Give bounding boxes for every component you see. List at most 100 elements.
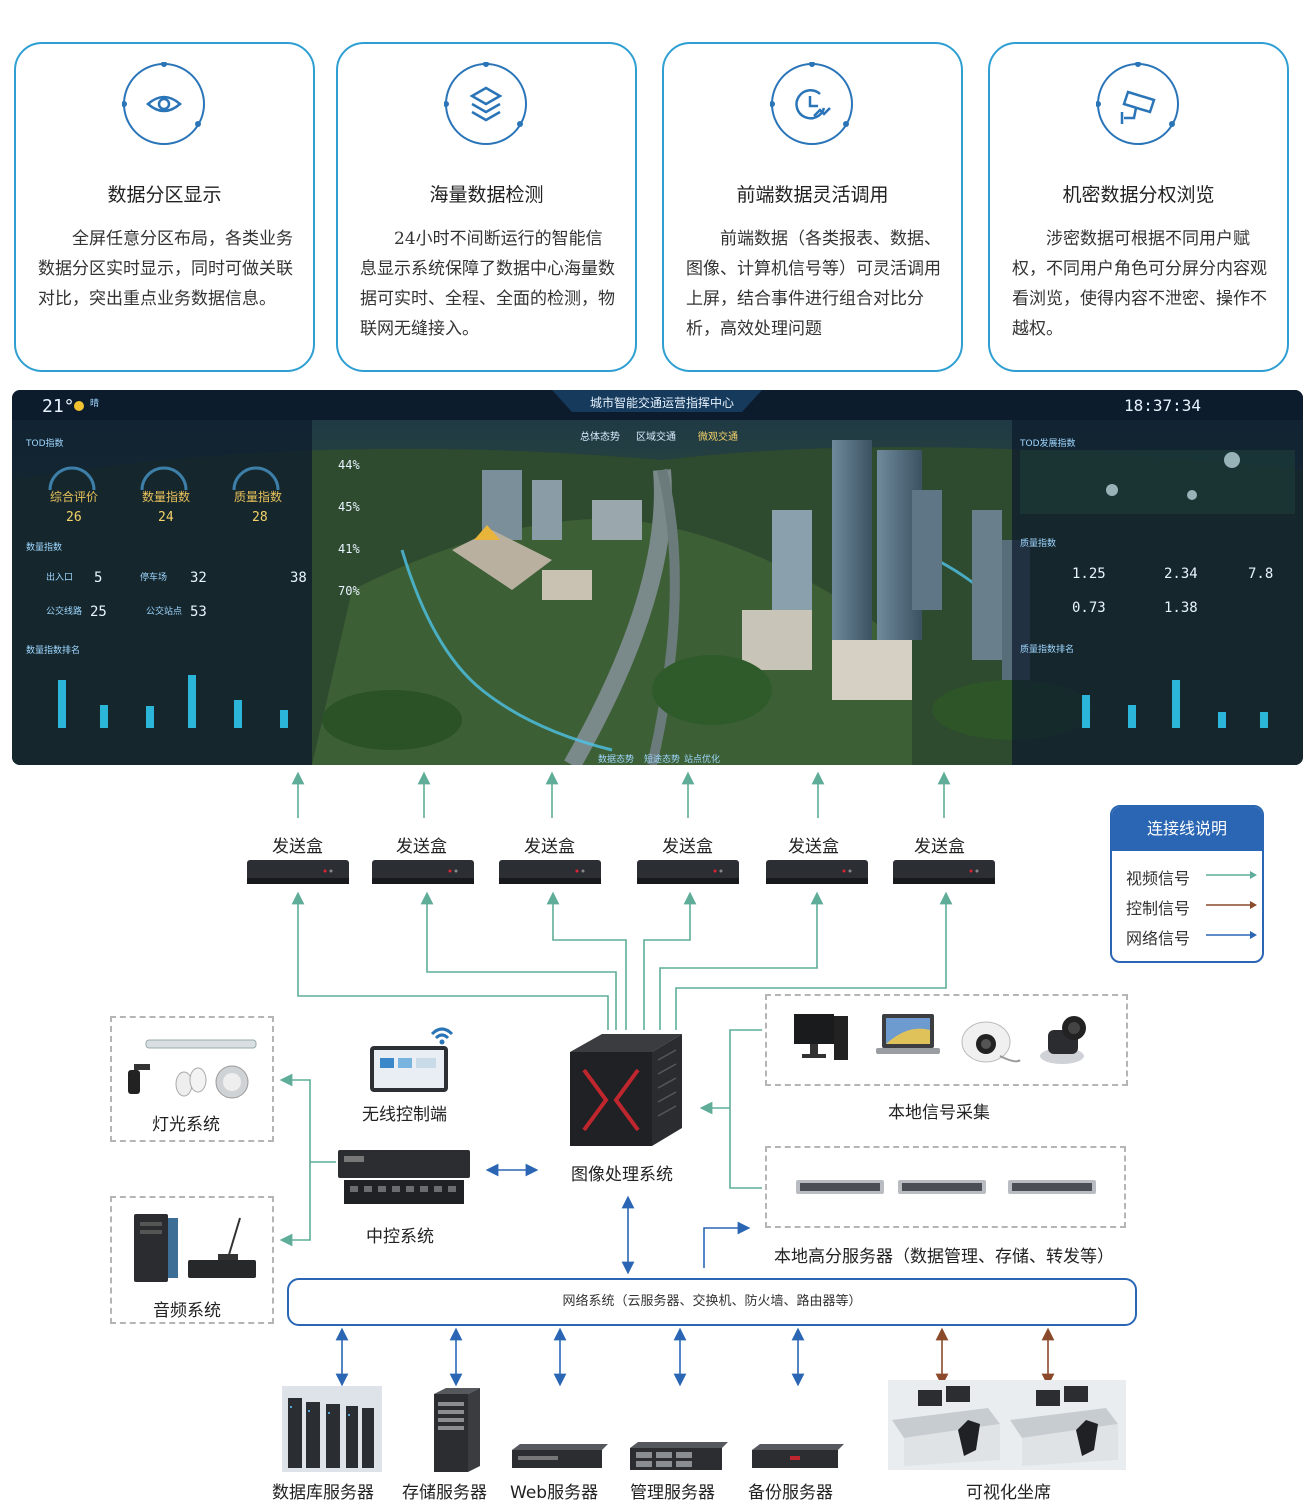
card-text: 涉密数据可根据不同用户赋权，不同用户角色可分屏分内容观看浏览，使得内容不泄密、操… bbox=[1012, 229, 1267, 339]
gauge-label: 质量指数 bbox=[234, 490, 283, 504]
lighting-fixtures-icon bbox=[128, 1039, 257, 1099]
feature-card-2: 海量数据检测 24小时不间断运行的智能信息显示系统保障了数据中心海量数据可实时、… bbox=[336, 42, 637, 372]
quality-value: 2.34 bbox=[1164, 566, 1198, 582]
gauge-label: 综合评价 bbox=[50, 490, 99, 504]
wireless-control-label: 无线控制端 bbox=[362, 1105, 447, 1125]
card-title: 海量数据检测 bbox=[429, 184, 544, 206]
storage-server-label: 存储服务器 bbox=[402, 1483, 487, 1503]
dash-temperature: 21° bbox=[42, 396, 75, 417]
dash-clock: 18:37:34 bbox=[1124, 396, 1202, 415]
image-processing-server bbox=[570, 1034, 682, 1146]
lighting-system-label: 灯光系统 bbox=[152, 1115, 220, 1135]
dash-bottom-tab[interactable]: 站点优化 bbox=[684, 755, 721, 765]
eye-icon bbox=[122, 62, 205, 145]
card-text: 前端数据（各类报表、数据、图像、计算机信号等）可灵活调用上屏，结合事件进行组合对… bbox=[686, 229, 941, 339]
count-value: 5 bbox=[94, 570, 103, 586]
count-value: 38 bbox=[290, 570, 307, 586]
send-box-label: 发送盒 bbox=[524, 837, 575, 857]
wireless-tablet-icon bbox=[370, 1027, 454, 1092]
backup-server-label: 备份服务器 bbox=[748, 1483, 833, 1503]
count-value: 32 bbox=[190, 570, 207, 586]
database-server-label: 数据库服务器 bbox=[272, 1483, 374, 1503]
dash-weather: 晴 bbox=[90, 399, 100, 409]
local-servers-group bbox=[765, 1146, 1126, 1228]
local-capture-group bbox=[765, 994, 1128, 1086]
send-box-device bbox=[372, 860, 474, 884]
gauge-value: 26 bbox=[66, 510, 82, 525]
pct-value: 41% bbox=[338, 542, 360, 556]
rack-servers-icon bbox=[796, 1180, 1096, 1194]
web-server-icon bbox=[512, 1444, 608, 1468]
count-label: 出入口 bbox=[46, 573, 74, 583]
city-3d-map bbox=[12, 390, 1303, 765]
quality-value: 7.8 bbox=[1248, 566, 1274, 582]
quality-value: 1.25 bbox=[1072, 566, 1106, 582]
send-box-device bbox=[499, 860, 601, 884]
dash-section-label: 质量指数排名 bbox=[1020, 645, 1075, 655]
connection-legend: 连接线说明 视频信号 控制信号 网络信号 bbox=[1110, 805, 1264, 963]
central-control-device bbox=[338, 1150, 470, 1204]
dash-section-label: TOD发展指数 bbox=[1020, 439, 1076, 449]
network-system-bar: 网络系统（云服务器、交换机、防火墙、路由器等） bbox=[287, 1278, 1137, 1326]
audio-system-group bbox=[110, 1196, 274, 1324]
clock-icon bbox=[770, 62, 853, 145]
legend-item-label: 视频信号 bbox=[1126, 869, 1191, 888]
capture-devices-icon bbox=[794, 1014, 1086, 1064]
count-value: 53 bbox=[190, 604, 207, 620]
send-box-device bbox=[766, 860, 868, 884]
lighting-system-group bbox=[110, 1016, 274, 1142]
local-servers-label: 本地高分服务器（数据管理、存储、转发等） bbox=[774, 1247, 1114, 1267]
legend-arrows bbox=[1206, 871, 1257, 939]
visualization-console-label: 可视化坐席 bbox=[966, 1483, 1051, 1503]
layers-icon bbox=[444, 62, 527, 145]
dash-tab-region[interactable]: 区域交通 bbox=[636, 432, 676, 443]
dash-bottom-tab[interactable]: 短途态势 bbox=[644, 755, 681, 765]
send-box-device bbox=[637, 860, 739, 884]
sun-icon bbox=[74, 401, 84, 411]
dash-bottom-tab[interactable]: 数据态势 bbox=[598, 755, 635, 765]
management-server-label: 管理服务器 bbox=[630, 1483, 715, 1503]
storage-server-icon bbox=[434, 1388, 480, 1472]
dash-section-label: 数量指数 bbox=[26, 543, 63, 553]
dash-tab-micro[interactable]: 微观交通 bbox=[698, 432, 738, 443]
count-value: 25 bbox=[90, 604, 107, 620]
count-label: 公交线路 bbox=[46, 607, 83, 617]
gauge-label: 数量指数 bbox=[142, 490, 191, 504]
send-box-label: 发送盒 bbox=[272, 837, 323, 857]
dash-section-label: 质量指数 bbox=[1020, 539, 1057, 549]
send-box-label: 发送盒 bbox=[914, 837, 965, 857]
management-server-icon bbox=[630, 1442, 728, 1470]
card-text: 全屏任意分区布局，各类业务数据分区实时显示，同时可做关联对比，突出重点业务数据信… bbox=[38, 229, 293, 309]
dash-section-label: 数量指数排名 bbox=[26, 646, 81, 656]
feature-card-1: 数据分区显示 全屏任意分区布局，各类业务数据分区实时显示，同时可做关联对比，突出… bbox=[14, 42, 315, 372]
pct-value: 45% bbox=[338, 500, 360, 514]
web-server-label: Web服务器 bbox=[510, 1483, 599, 1503]
feature-card-4: 机密数据分权浏览 涉密数据可根据不同用户赋权，不同用户角色可分屏分内容观看浏览，… bbox=[988, 42, 1289, 372]
traffic-dashboard-screen: 21° 晴 城市智能交通运营指挥中心 18:37:34 总体态势 区域交通 微观… bbox=[12, 390, 1303, 765]
backup-server-icon bbox=[752, 1444, 844, 1468]
legend-item-label: 网络信号 bbox=[1126, 929, 1191, 948]
legend-item-label: 控制信号 bbox=[1126, 899, 1191, 918]
pct-value: 44% bbox=[338, 458, 360, 472]
send-box-label: 发送盒 bbox=[788, 837, 839, 857]
local-capture-label: 本地信号采集 bbox=[888, 1103, 990, 1123]
count-label: 公交站点 bbox=[146, 607, 183, 617]
legend-title: 连接线说明 bbox=[1112, 807, 1262, 851]
quality-value: 1.38 bbox=[1164, 600, 1198, 616]
feature-card-3: 前端数据灵活调用 前端数据（各类报表、数据、图像、计算机信号等）可灵活调用上屏，… bbox=[662, 42, 963, 372]
dash-title: 城市智能交通运营指挥中心 bbox=[589, 396, 734, 410]
pct-value: 70% bbox=[338, 584, 360, 598]
dash-section-label: TOD指数 bbox=[26, 439, 64, 449]
card-title: 前端数据灵活调用 bbox=[736, 184, 889, 206]
audio-equipment-icon bbox=[134, 1214, 256, 1282]
audio-system-label: 音频系统 bbox=[153, 1301, 221, 1321]
card-text: 24小时不间断运行的智能信息显示系统保障了数据中心海量数据可实时、全程、全面的检… bbox=[360, 229, 615, 339]
central-control-label: 中控系统 bbox=[366, 1227, 434, 1247]
card-title: 机密数据分权浏览 bbox=[1062, 184, 1215, 206]
database-server-room-icon bbox=[282, 1386, 382, 1472]
quality-value: 0.73 bbox=[1072, 600, 1106, 616]
image-processing-label: 图像处理系统 bbox=[571, 1165, 673, 1185]
gauge-value: 28 bbox=[252, 510, 268, 525]
count-label: 停车场 bbox=[140, 573, 168, 583]
dash-tab-overall[interactable]: 总体态势 bbox=[580, 432, 620, 443]
